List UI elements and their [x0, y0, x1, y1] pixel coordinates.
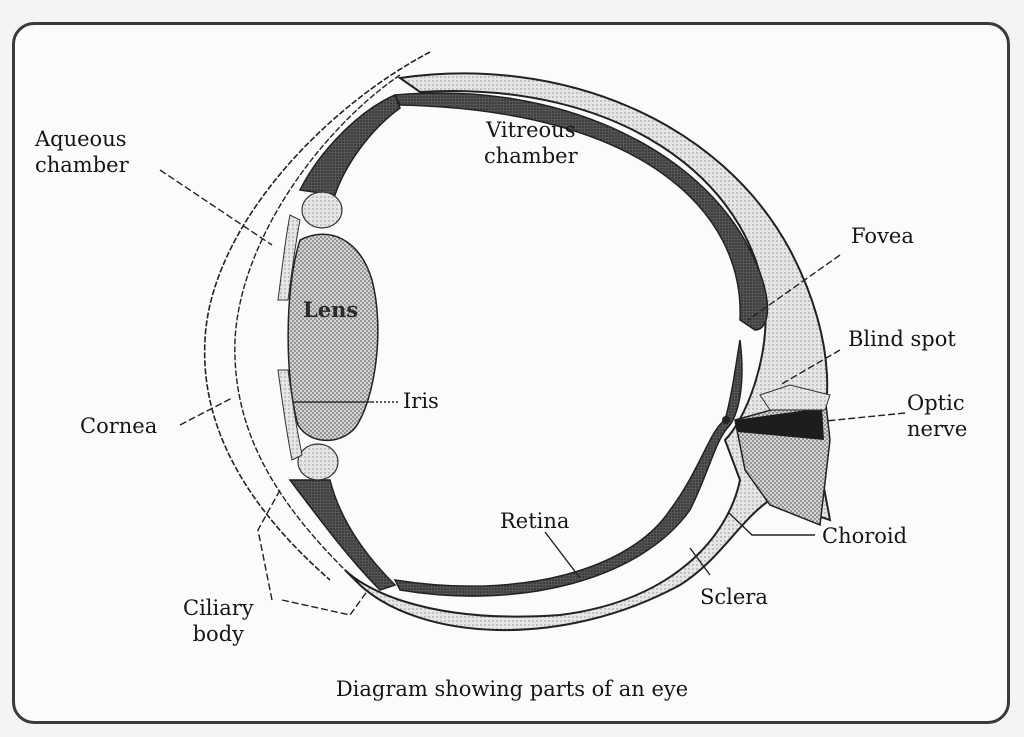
label-optic-line1: Optic: [907, 391, 965, 415]
label-vitreous-line2: chamber: [484, 144, 578, 168]
retina-layer-lower: [393, 339, 743, 597]
label-aqueous-line2: chamber: [35, 153, 129, 177]
label-vitreous-line1: Vitreous: [486, 118, 576, 142]
optic-nerve-sheath: [759, 384, 831, 411]
iris-upper: [277, 214, 301, 301]
leader-cornea: [179, 397, 233, 426]
label-blind-spot: Blind spot: [848, 327, 956, 351]
leader-ciliary-b: [281, 589, 369, 616]
ciliary-body-upper: [298, 94, 401, 196]
iris-lower: [277, 369, 303, 461]
label-cornea: Cornea: [80, 414, 158, 438]
leader-blind-spot: [779, 349, 841, 386]
label-retina: Retina: [500, 509, 570, 533]
leader-aqueous: [159, 169, 273, 246]
cornea-outer: [203, 51, 431, 581]
ciliary-muscle-lower: [297, 443, 339, 481]
retina-layer: [393, 92, 769, 331]
optic-nerve-dark-band: [735, 408, 824, 440]
sclera-layer: [344, 72, 832, 632]
label-aqueous-line1: Aqueous: [35, 127, 127, 151]
label-aqueous-chamber: Aqueous chamber: [35, 126, 129, 178]
label-optic-nerve: Optic nerve: [907, 390, 967, 442]
leader-retina: [544, 531, 581, 579]
label-sclera: Sclera: [700, 585, 768, 609]
leader-choroid: [727, 511, 815, 536]
lens: [287, 233, 379, 442]
ciliary-muscle-upper: [301, 191, 343, 229]
label-iris: Iris: [403, 389, 439, 413]
label-ciliary-body: Ciliary body: [183, 595, 254, 647]
leader-ciliary-a: [257, 489, 281, 601]
label-choroid: Choroid: [822, 524, 908, 548]
cornea-inner: [234, 74, 401, 571]
leader-lines: [159, 169, 906, 616]
leader-lines-solid: [544, 511, 815, 579]
label-optic-line2: nerve: [907, 417, 968, 441]
label-lens: Lens: [303, 297, 359, 322]
leader-fovea: [747, 254, 841, 321]
leader-optic-nerve: [825, 412, 906, 422]
blind-spot-point: [722, 416, 730, 424]
leader-sclera: [689, 547, 711, 576]
label-fovea: Fovea: [851, 224, 914, 248]
ciliary-body-lower: [288, 479, 397, 591]
diagram-frame: [12, 22, 1010, 724]
label-vitreous-chamber: Vitreous chamber: [484, 117, 578, 169]
label-ciliary-line2: body: [192, 622, 245, 646]
label-ciliary-line1: Ciliary: [183, 596, 254, 620]
diagram-caption: Diagram showing parts of an eye: [335, 677, 689, 701]
